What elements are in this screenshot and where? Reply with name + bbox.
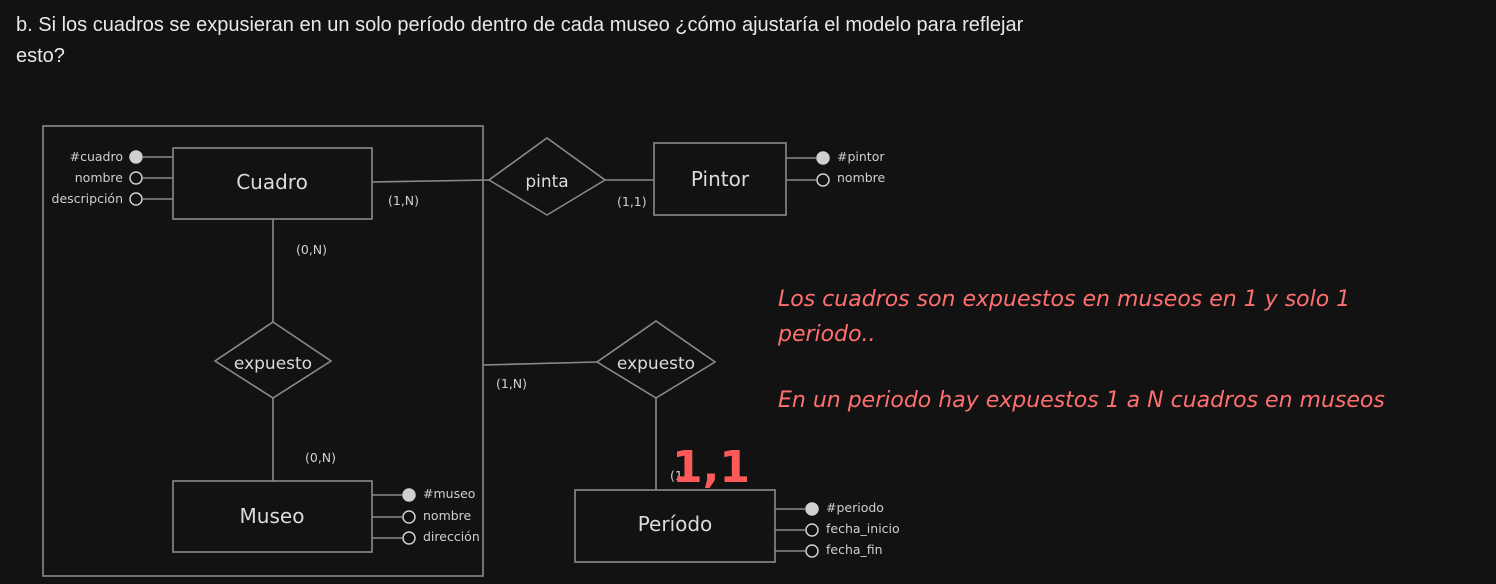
cardinality-aggregation-expuesto: (1,N) <box>496 376 527 391</box>
attribute-label: #museo <box>423 486 475 501</box>
relationship-pinta <box>487 137 607 216</box>
attribute-marker <box>816 173 830 187</box>
attribute-marker <box>402 510 416 524</box>
cardinality-museo-expuesto: (0,N) <box>305 450 336 465</box>
key-attribute-marker <box>129 150 143 164</box>
attribute-marker <box>129 192 143 206</box>
attribute-label: #periodo <box>826 500 884 515</box>
cardinality-cuadro-expuesto: (0,N) <box>296 242 327 257</box>
attribute-marker <box>402 531 416 545</box>
relationship-pinta-label: pinta <box>525 172 568 192</box>
attribute-label: nombre <box>75 170 124 185</box>
key-attribute-marker <box>805 502 819 516</box>
key-attribute-marker <box>402 488 416 502</box>
cardinality-periodo-expuesto: (1, <box>670 468 687 483</box>
attribute-label: dirección <box>423 529 480 544</box>
annotation-note-line3: En un periodo hay expuestos 1 a N cuadro… <box>778 388 1385 413</box>
attribute-label: descripción <box>52 191 123 206</box>
entity-cuadro-label: Cuadro <box>236 170 308 194</box>
attribute-label: #pintor <box>837 149 885 164</box>
attribute-label: fecha_fin <box>826 542 883 557</box>
annotation-note-line2: periodo.. <box>777 322 876 347</box>
attribute-label: nombre <box>423 508 472 523</box>
aggregation-box <box>42 125 484 577</box>
entity-periodo <box>574 489 776 563</box>
relationship-expuesto-left-label: expuesto <box>234 354 312 374</box>
attribute-label: nombre <box>837 170 886 185</box>
annotation-note-line1: Los cuadros son expuestos en museos en 1… <box>778 287 1350 312</box>
line-cuadro-pinta <box>371 179 490 183</box>
handwritten-cardinality: 1,1 <box>672 442 750 493</box>
attribute-marker <box>805 544 819 558</box>
entity-museo-label: Museo <box>240 504 305 528</box>
cardinality-cuadro-pinta: (1,N) <box>388 193 419 208</box>
attribute-marker <box>805 523 819 537</box>
attribute-label: #cuadro <box>70 149 123 164</box>
entity-periodo-label: Período <box>638 512 713 536</box>
line-aggregation-expuesto <box>482 361 598 366</box>
cardinality-pintor-pinta: (1,1) <box>617 194 647 209</box>
attribute-marker <box>129 171 143 185</box>
key-attribute-marker <box>816 151 830 165</box>
attribute-label: fecha_inicio <box>826 521 900 536</box>
entity-pintor <box>653 142 787 216</box>
relationship-expuesto-right-label: expuesto <box>617 354 695 374</box>
entity-pintor-label: Pintor <box>691 167 750 191</box>
question-text: b. Si los cuadros se expusieran en un so… <box>16 14 1024 67</box>
